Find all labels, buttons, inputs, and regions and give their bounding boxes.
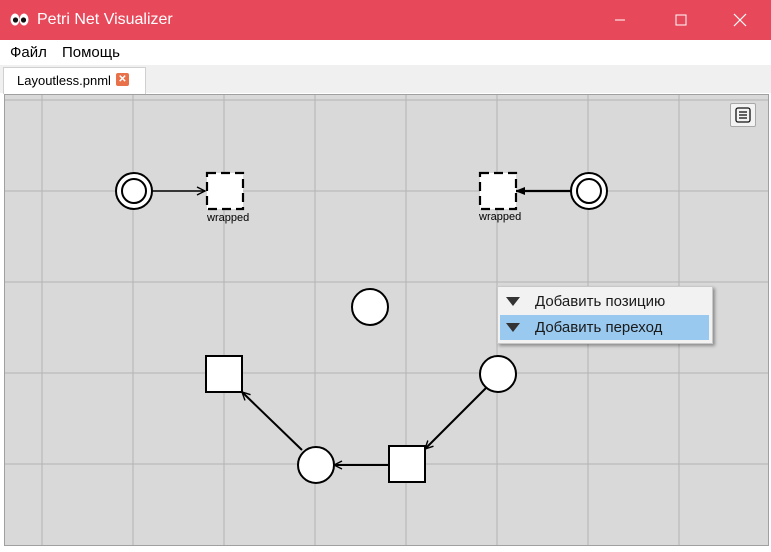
menu-help[interactable]: Помощь: [62, 44, 120, 61]
place-5[interactable]: [297, 446, 335, 484]
petri-net-diagram: wrapped wrapped: [5, 95, 768, 545]
window-title: Petri Net Visualizer: [37, 11, 173, 28]
transition-3[interactable]: [205, 355, 243, 393]
tab-close-icon[interactable]: ✕: [116, 73, 129, 86]
transition-1-label: wrapped: [206, 212, 249, 224]
triangle-down-icon: [506, 323, 520, 332]
layout-toggle-button[interactable]: [730, 103, 756, 127]
arc-place5-to-transition3: [242, 392, 303, 451]
minimize-icon: [615, 19, 625, 21]
place-1[interactable]: [115, 172, 153, 210]
context-menu-label: Добавить позицию: [535, 293, 666, 310]
menu-file[interactable]: Файл: [10, 44, 47, 61]
transition-2-label: wrapped: [478, 211, 521, 223]
minimize-button[interactable]: [597, 0, 643, 40]
context-menu-add-transition[interactable]: Добавить переход: [500, 315, 709, 340]
context-menu: Добавить позицию Добавить переход: [497, 286, 713, 344]
transition-4[interactable]: [388, 445, 426, 483]
list-icon: [735, 107, 751, 123]
app-eyes-icon: [10, 13, 29, 26]
transition-1[interactable]: [205, 171, 245, 211]
maximize-button[interactable]: [658, 0, 704, 40]
place-4[interactable]: [479, 355, 517, 393]
close-button[interactable]: [717, 0, 763, 40]
maximize-icon: [675, 14, 687, 26]
arc-place4-to-transition4: [425, 387, 487, 449]
context-menu-add-place[interactable]: Добавить позицию: [500, 289, 709, 314]
place-3[interactable]: [351, 288, 389, 326]
tab-layoutless[interactable]: Layoutless.pnml ✕: [3, 67, 146, 94]
title-bar: Petri Net Visualizer: [0, 0, 771, 40]
tab-label: Layoutless.pnml: [17, 73, 111, 88]
place-2[interactable]: [570, 172, 608, 210]
grid: [5, 95, 768, 545]
triangle-down-icon: [506, 297, 520, 306]
transition-2[interactable]: [478, 171, 518, 211]
close-icon: [733, 13, 747, 27]
menu-bar: [0, 40, 771, 65]
context-menu-label: Добавить переход: [535, 319, 663, 336]
